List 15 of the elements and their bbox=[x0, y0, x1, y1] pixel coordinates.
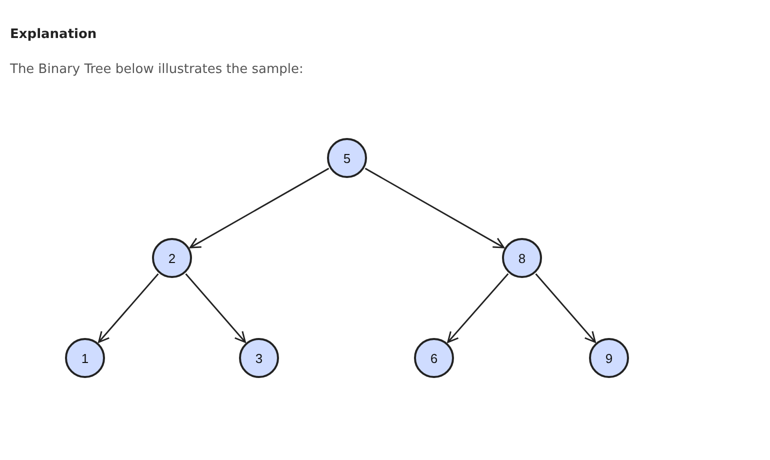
arrow bbox=[185, 273, 246, 343]
tree-node: 1 bbox=[65, 338, 105, 378]
tree-node: 2 bbox=[152, 238, 192, 278]
description-text: The Binary Tree below illustrates the sample: bbox=[10, 62, 304, 77]
tree-node: 8 bbox=[502, 238, 542, 278]
arrow bbox=[364, 168, 505, 248]
tree-node: 5 bbox=[327, 138, 367, 178]
tree-node: 9 bbox=[589, 338, 629, 378]
tree-node: 3 bbox=[239, 338, 279, 378]
arrow bbox=[98, 273, 159, 343]
arrow bbox=[535, 273, 596, 343]
arrow bbox=[447, 273, 509, 343]
heading: Explanation bbox=[10, 27, 97, 42]
tree-node: 6 bbox=[414, 338, 454, 378]
arrow bbox=[189, 168, 330, 248]
